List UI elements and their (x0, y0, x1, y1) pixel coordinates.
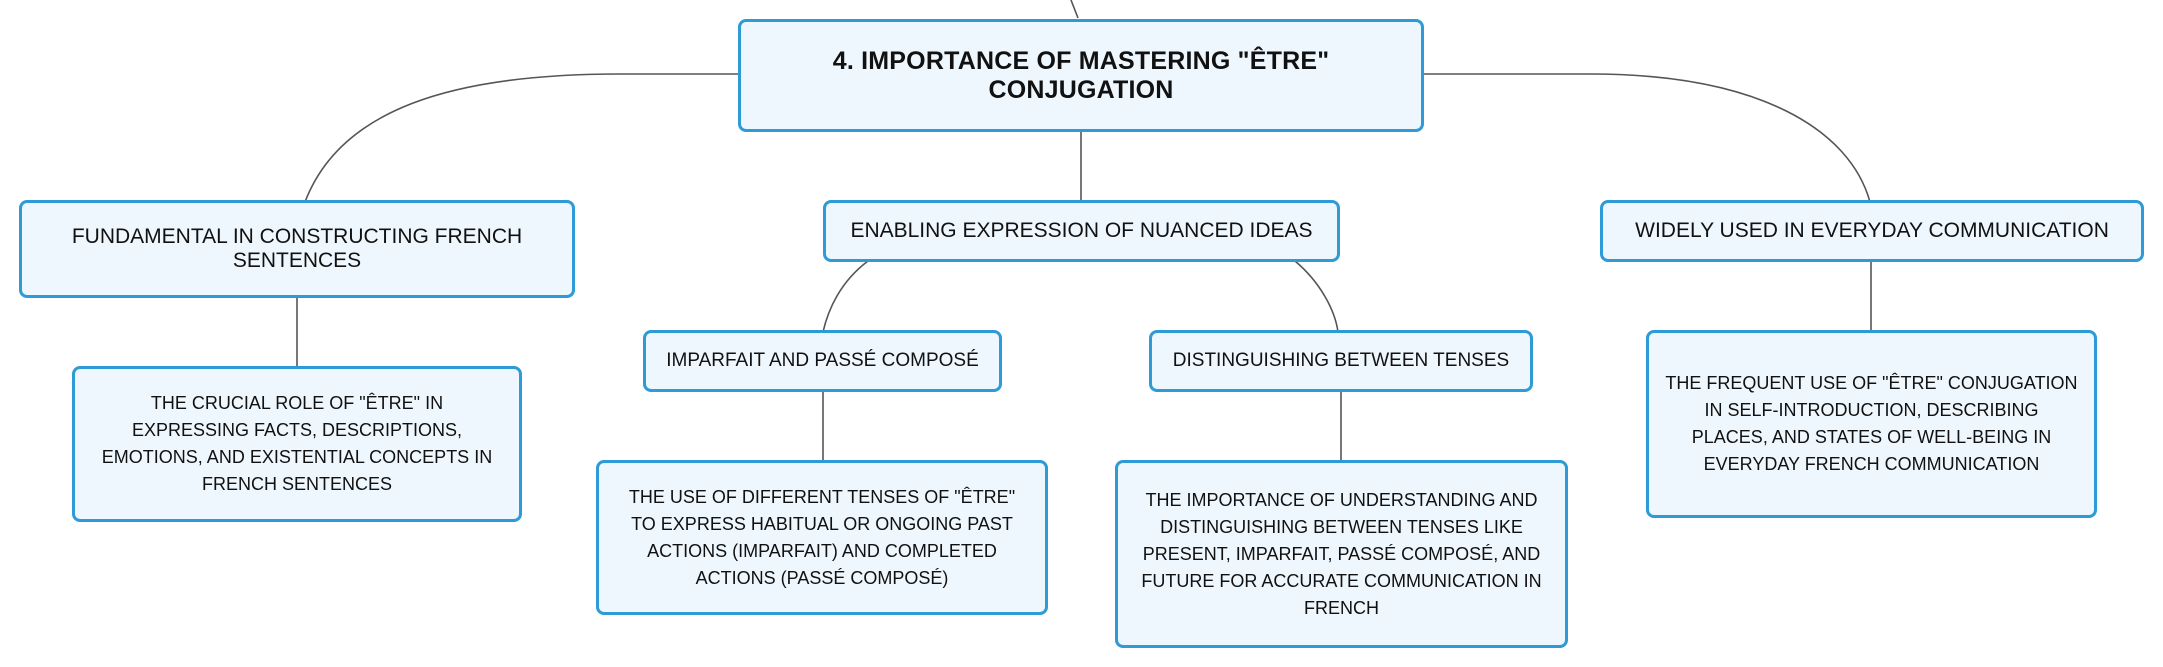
detail-imparfait-text: THE USE OF DIFFERENT TENSES OF "ÊTRE" TO… (628, 486, 1016, 588)
detail-tenses-text: THE IMPORTANCE OF UNDERSTANDING AND DIST… (1141, 489, 1542, 618)
subtopic-imparfait-passe-compose[interactable]: IMPARFAIT AND PASSÉ COMPOSÉ (643, 330, 1002, 392)
connector-nuanced-to-imparfait (822, 260, 869, 333)
topic-fundamental[interactable]: FUNDAMENTAL IN CONSTRUCTING FRENCH SENTE… (19, 200, 575, 298)
connector-root-to-fundamental (304, 73, 740, 203)
connector-parent-to-root (1070, 0, 1079, 19)
detail-imparfait-passe-compose[interactable]: THE USE OF DIFFERENT TENSES OF "ÊTRE" TO… (596, 460, 1048, 615)
detail-fundamental-text: THE CRUCIAL ROLE OF "ÊTRE" IN EXPRESSING… (101, 393, 493, 494)
root-topic-node[interactable]: 4. IMPORTANCE OF MASTERING "ÊTRE" CONJUG… (738, 19, 1424, 132)
subtopic-imparfait-label: IMPARFAIT AND PASSÉ COMPOSÉ (666, 350, 979, 371)
detail-everyday-text: THE FREQUENT USE OF "ÊTRE" CONJUGATION I… (1665, 373, 2078, 474)
root-topic-label: 4. IMPORTANCE OF MASTERING "ÊTRE" CONJUG… (832, 46, 1330, 104)
detail-everyday-communication[interactable]: THE FREQUENT USE OF "ÊTRE" CONJUGATION I… (1646, 330, 2097, 518)
subtopic-tenses-label: DISTINGUISHING BETWEEN TENSES (1172, 350, 1510, 371)
detail-fundamental[interactable]: THE CRUCIAL ROLE OF "ÊTRE" IN EXPRESSING… (72, 366, 522, 522)
topic-everyday-communication[interactable]: WIDELY USED IN EVERYDAY COMMUNICATION (1600, 200, 2144, 262)
subtopic-distinguishing-tenses[interactable]: DISTINGUISHING BETWEEN TENSES (1149, 330, 1533, 392)
topic-nuanced-ideas[interactable]: ENABLING EXPRESSION OF NUANCED IDEAS (823, 200, 1340, 262)
topic-nuanced-ideas-label: ENABLING EXPRESSION OF NUANCED IDEAS (850, 219, 1313, 242)
detail-distinguishing-tenses[interactable]: THE IMPORTANCE OF UNDERSTANDING AND DIST… (1115, 460, 1568, 648)
connector-nuanced-to-tenses (1294, 260, 1339, 333)
topic-everyday-label: WIDELY USED IN EVERYDAY COMMUNICATION (1635, 219, 2109, 242)
connector-root-to-everyday (1422, 73, 1871, 203)
topic-fundamental-label: FUNDAMENTAL IN CONSTRUCTING FRENCH SENTE… (71, 225, 523, 272)
